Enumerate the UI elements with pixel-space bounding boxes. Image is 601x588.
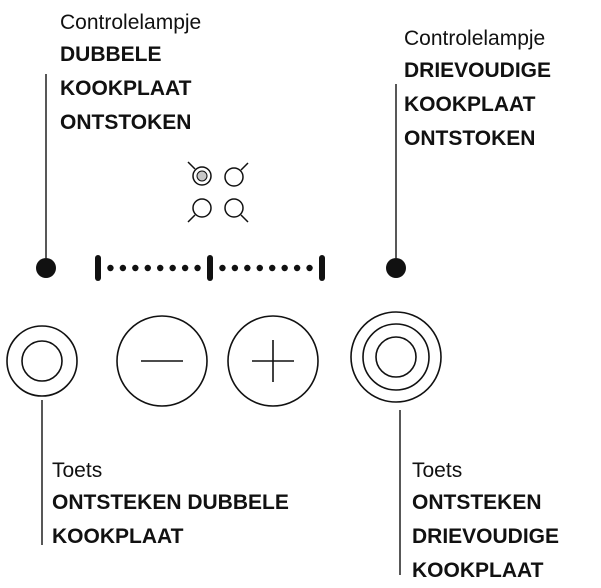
- level-dot: [157, 264, 164, 272]
- level-dot: [281, 264, 288, 272]
- level-dot: [306, 264, 313, 272]
- text-ignited: ONTSTOKEN: [404, 127, 536, 150]
- plus-button[interactable]: [227, 315, 319, 407]
- level-dot: [181, 264, 189, 272]
- label-button-double-zone: Toets ONTSTEKEN DUBBELE KOOKPLAAT: [52, 456, 289, 554]
- level-dot: [169, 264, 176, 272]
- level-dot: [219, 264, 226, 272]
- indicator-light-double: [36, 258, 56, 278]
- level-dot: [269, 264, 276, 272]
- zone-selector-icon-bottom-left: [187, 198, 212, 223]
- text-cooking-zone: KOOKPLAAT: [412, 559, 544, 582]
- double-ring-button[interactable]: [350, 311, 442, 403]
- caption-button-triple: Toets: [412, 459, 463, 482]
- text-ignite-double: ONTSTEKEN DUBBELE: [52, 491, 289, 514]
- label-button-triple-zone: Toets ONTSTEKEN DRIEVOUDIGE KOOKPLAAT: [412, 456, 559, 588]
- zone-selector-icon-bottom-right: [224, 198, 249, 223]
- minus-button[interactable]: [116, 315, 208, 407]
- level-dot: [231, 264, 239, 272]
- level-dot: [107, 264, 114, 272]
- level-dot: [293, 264, 301, 272]
- level-bar-segment: [95, 255, 101, 281]
- text-ignite: ONTSTEKEN: [412, 491, 542, 514]
- label-indicator-triple-zone: Controlelampje DRIEVOUDIGE KOOKPLAAT ONT…: [404, 24, 551, 156]
- caption-indicator-double: Controlelampje: [60, 11, 202, 34]
- level-bar-segment: [207, 255, 213, 281]
- single-ring-button[interactable]: [6, 325, 78, 397]
- level-bar-segment: [319, 255, 325, 281]
- zone-selector-icon-top-right: [224, 162, 249, 187]
- level-dot: [132, 264, 139, 272]
- text-double: DUBBELE: [60, 43, 162, 66]
- text-ignited: ONTSTOKEN: [60, 111, 192, 134]
- text-cooking-zone: KOOKPLAAT: [52, 525, 184, 548]
- zone-selector-icon-top-left: [187, 161, 212, 186]
- level-dot: [144, 264, 151, 272]
- label-indicator-double-zone: Controlelampje DUBBELE KOOKPLAAT ONTSTOK…: [60, 8, 201, 140]
- text-cooking-zone: KOOKPLAAT: [60, 77, 192, 100]
- level-dot: [256, 264, 263, 272]
- caption-button-double: Toets: [52, 459, 103, 482]
- text-cooking-zone: KOOKPLAAT: [404, 93, 536, 116]
- caption-indicator-triple: Controlelampje: [404, 27, 546, 50]
- level-dot: [119, 264, 127, 272]
- power-level-bar: [95, 255, 325, 281]
- text-triple: DRIEVOUDIGE: [412, 525, 560, 548]
- indicator-light-triple: [386, 258, 406, 278]
- text-triple: DRIEVOUDIGE: [404, 59, 552, 82]
- level-dot: [194, 264, 201, 272]
- level-dot: [244, 264, 251, 272]
